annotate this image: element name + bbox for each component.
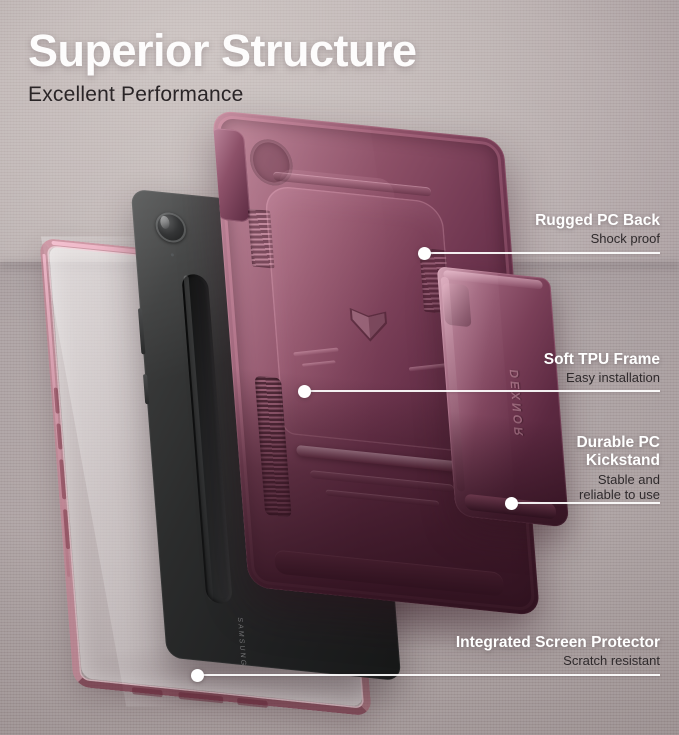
callout-soft-tpu-frame: Soft TPU Frame Easy installation: [440, 351, 660, 386]
leader-line-integrated-screen-protector: [201, 674, 660, 676]
callout-subtitle: Scratch resistant: [563, 653, 660, 669]
page-subtitle: Excellent Performance: [28, 82, 244, 106]
brand-chevron-logo: [345, 303, 393, 347]
callout-rugged-pc-back: Rugged PC Back Shock proof: [440, 212, 660, 247]
rugged-back-cover: [212, 109, 540, 617]
callout-title: Durable PC Kickstand: [576, 434, 660, 470]
callout-subtitle: Easy installation: [566, 370, 660, 386]
leader-line-durable-pc-kickstand: [515, 502, 660, 504]
tablet-brand-text: SAMSUNG: [235, 616, 247, 668]
kickstand-hinge-notch: [442, 282, 472, 328]
callout-integrated-screen-protector: Integrated Screen Protector Scratch resi…: [380, 634, 660, 669]
leader-line-soft-tpu-frame: [308, 390, 660, 392]
callout-title: Soft TPU Frame: [543, 351, 660, 368]
leader-dot-durable-pc-kickstand: [505, 497, 518, 510]
page-title: Superior Structure: [28, 25, 417, 76]
leader-dot-soft-tpu-frame: [298, 385, 311, 398]
leader-dot-rugged-pc-back: [418, 247, 431, 260]
leader-line-rugged-pc-back: [428, 252, 660, 254]
callout-title: Integrated Screen Protector: [455, 634, 660, 651]
callout-durable-pc-kickstand: Durable PC Kickstand Stable and reliable…: [440, 434, 660, 503]
callout-title: Rugged PC Back: [535, 212, 660, 229]
heading-block: Superior Structure Excellent Performance: [28, 25, 417, 107]
leader-dot-integrated-screen-protector: [191, 669, 204, 682]
callout-subtitle: Shock proof: [590, 231, 660, 247]
microphone-icon: [170, 253, 175, 257]
callout-subtitle: Stable and reliable to use: [579, 471, 660, 503]
